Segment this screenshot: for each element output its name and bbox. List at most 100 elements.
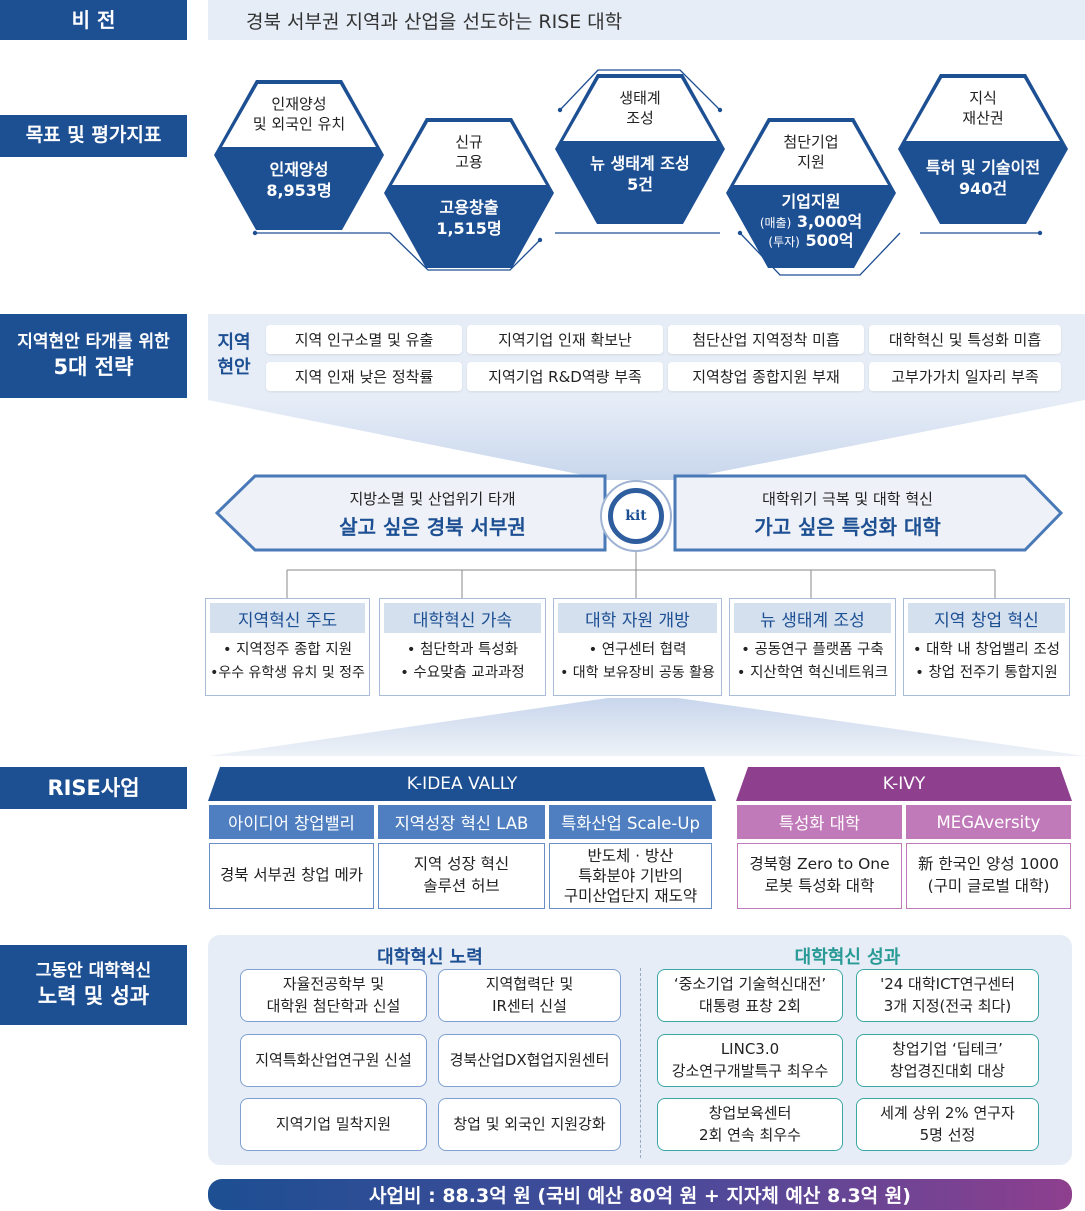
goal-topic-line1: 첨단기업 <box>783 133 839 151</box>
result-item: 창업기업 ‘딥테크’ 창업경진대회 대상 <box>856 1034 1039 1087</box>
strategy-card: 지역 창업 혁신 • 대학 내 창업밸리 조성 • 창업 전주기 통합지원 <box>903 598 1070 696</box>
program-title: 특화산업 Scale-Up <box>549 805 712 839</box>
goal-kpi-value-sales: 3,000억 <box>796 211 863 231</box>
goal-kpi-name: 특허 및 기술이전 <box>925 158 1041 177</box>
program-title: MEGAversity <box>906 805 1071 839</box>
strategy-bullet: •우수 유학생 유치 및 정주 <box>210 665 365 682</box>
effort-item: 지역기업 밀착지원 <box>240 1098 427 1151</box>
funnel-gradient <box>208 400 1085 480</box>
strategy-bullet: • 지역정주 종합 지원 <box>222 642 353 658</box>
strategy-bullet: • 연구센터 협력 <box>588 642 687 658</box>
issues-panel: 지역 현안 지역 인구소멸 및 유출 지역기업 인재 확보난 첨단산업 지역정착… <box>208 314 1085 400</box>
issue-item: 지역기업 인재 확보난 <box>467 325 663 354</box>
innovation-label: 그동안 대학혁신 노력 및 성과 <box>0 945 187 1025</box>
result-title: 대학혁신 성과 <box>794 947 901 968</box>
kivy-band-shape <box>736 767 1072 801</box>
strategy-bullet: • 첨단학과 특성화 <box>406 642 519 658</box>
goal-kpi-value: 8,953명 <box>266 180 332 200</box>
program-title: 아이디어 창업밸리 <box>209 805 374 839</box>
goal-topic-line1: 지식 <box>969 89 997 107</box>
arrow-right-subtitle: 대학위기 극복 및 대학 혁신 <box>762 490 933 508</box>
effort-item: 자율전공학부 및 대학원 첨단학과 신설 <box>240 969 427 1022</box>
strategy-bullet: • 공동연구 플랫폼 구축 <box>741 642 884 658</box>
issue-item: 지역 인구소멸 및 유출 <box>266 325 462 354</box>
vision-bar: 경북 서부권 지역과 산업을 선도하는 RISE 대학 <box>208 0 1085 40</box>
strategy-card: 지역혁신 주도 • 지역정주 종합 지원 •우수 유학생 유치 및 정주 <box>205 598 370 696</box>
hexagon-shape <box>555 74 725 224</box>
goal-topic-line2: 지원 <box>797 153 825 172</box>
strategy-card: 대학혁신 가속 • 첨단학과 특성화 • 수요맞춤 교과과정 <box>379 598 546 696</box>
vision-text: 경북 서부권 지역과 산업을 선도하는 RISE 대학 <box>246 10 623 33</box>
goal-hex-talent: 인재양성 및 외국인 유치 인재양성 8,953명 <box>214 80 384 230</box>
result-item: 세계 상위 2% 연구자 5명 선정 <box>856 1098 1039 1151</box>
goal-hex-enterprise: 첨단기업 지원 기업지원 (매출) 3,000억 (투자) 500억 <box>726 118 896 268</box>
hexagon-shape <box>726 118 896 268</box>
funnel-gradient-2 <box>208 698 1085 756</box>
strategy-title: 지역 창업 혁신 <box>908 603 1065 633</box>
strategy-card: 뉴 생태계 조성 • 공동연구 플랫폼 구축 • 지산학연 혁신네트워크 <box>729 598 896 696</box>
strategy-bullet: • 대학 내 창업밸리 조성 <box>912 642 1061 658</box>
result-item: 창업보육센터 2회 연속 최우수 <box>657 1098 843 1151</box>
arrow-left-title: 살고 싶은 경북 서부권 <box>339 515 526 539</box>
issue-item: 지역 인재 낮은 정착률 <box>266 362 462 391</box>
strategy-tree-lines <box>286 552 996 598</box>
effort-item: 지역협력단 및 IR센터 신설 <box>438 969 621 1022</box>
goal-kpi-value-invest: 500억 <box>805 231 854 251</box>
issue-item: 고부가가치 일자리 부족 <box>869 362 1061 391</box>
strategy-bullet: • 창업 전주기 통합지원 <box>915 665 1058 682</box>
result-item: LINC3.0 강소연구개발특구 최우수 <box>657 1034 843 1087</box>
budget-text: 사업비 : 88.3억 원 (국비 예산 80억 원 + 지자체 예산 8.3억… <box>369 1185 911 1207</box>
issue-item: 대학혁신 및 특성화 미흡 <box>869 325 1061 354</box>
hexagon-shape <box>384 118 554 268</box>
strategy-title: 뉴 생태계 조성 <box>734 603 891 633</box>
issue-item: 지역기업 R&D역량 부족 <box>467 362 663 391</box>
strategy-bullet: • 대학 보유장비 공동 활용 <box>560 665 715 682</box>
goal-kpi-prefix-sales: (매출) <box>759 215 792 230</box>
double-arrow-banner <box>215 474 1064 552</box>
goal-topic-line1: 신규 <box>455 133 483 151</box>
strategy-title: 대학 자원 개방 <box>558 603 717 633</box>
issues-heading: 지역 현안 <box>217 332 251 379</box>
kit-logo-text: kit <box>625 508 647 524</box>
kidea-band-label: K-IDEA VALLY <box>406 774 518 794</box>
goal-kpi-value: 1,515명 <box>436 218 502 238</box>
strategy-title: 대학혁신 가속 <box>384 603 541 633</box>
goal-kpi-name: 인재양성 <box>269 160 329 179</box>
program-title: 특성화 대학 <box>737 805 902 839</box>
issue-item: 지역창업 종합지원 부재 <box>668 362 864 391</box>
issue-item: 첨단산업 지역정착 미흡 <box>668 325 864 354</box>
goal-kpi-name: 뉴 생태계 조성 <box>590 154 690 173</box>
strategy-bullet: • 지산학연 혁신네트워크 <box>736 665 889 682</box>
program-title: 지역성장 혁신 LAB <box>378 805 545 839</box>
arrow-left-subtitle: 지방소멸 및 산업위기 타개 <box>349 490 516 508</box>
program-desc: 지역 성장 혁신 솔루션 허브 <box>378 843 545 909</box>
goal-kpi-name: 고용창출 <box>439 198 499 217</box>
goals-label: 목표 및 평가지표 <box>0 115 187 157</box>
goal-kpi-value: 5건 <box>627 174 653 194</box>
program-desc: 경북 서부권 창업 메카 <box>209 843 374 909</box>
goal-topic-line2: 조성 <box>626 109 654 128</box>
goal-topic-line2: 및 외국인 유치 <box>252 115 346 134</box>
strategy-title: 지역혁신 주도 <box>210 603 365 633</box>
kivy-band-label: K-IVY <box>882 774 926 794</box>
program-desc: 경북형 Zero to One 로봇 특성화 대학 <box>737 843 902 909</box>
program-desc: 新 한국인 양성 1000 (구미 글로벌 대학) <box>906 843 1071 909</box>
effort-item: 지역특화산업연구원 신설 <box>240 1034 427 1087</box>
effort-item: 창업 및 외국인 지원강화 <box>438 1098 621 1151</box>
kidea-band-shape <box>208 767 716 801</box>
effort-item: 경북산업DX협업지원센터 <box>438 1034 621 1087</box>
divider <box>640 968 641 1158</box>
hexagon-shape <box>214 80 384 230</box>
goal-kpi-prefix-invest: (투자) <box>768 235 800 250</box>
goal-kpi-value: 940건 <box>958 178 1008 198</box>
goal-topic-line1: 생태계 <box>619 89 661 107</box>
kit-logo-icon: kit <box>600 480 672 552</box>
goal-hex-employment: 신규 고용 고용창출 1,515명 <box>384 118 554 268</box>
program-desc: 반도체 · 방산 특화분야 기반의 구미산업단지 재도약 <box>549 843 712 909</box>
goal-topic-line1: 인재양성 <box>271 95 327 113</box>
arrow-right-text: 대학위기 극복 및 대학 혁신 가고 싶은 특성화 대학 <box>670 488 1025 540</box>
strategy-bullet: • 수요맞춤 교과과정 <box>400 665 525 682</box>
goal-connectors <box>252 69 1043 276</box>
goal-topic-line2: 고용 <box>455 153 483 172</box>
strategy-card: 대학 자원 개방 • 연구센터 협력 • 대학 보유장비 공동 활용 <box>553 598 722 696</box>
